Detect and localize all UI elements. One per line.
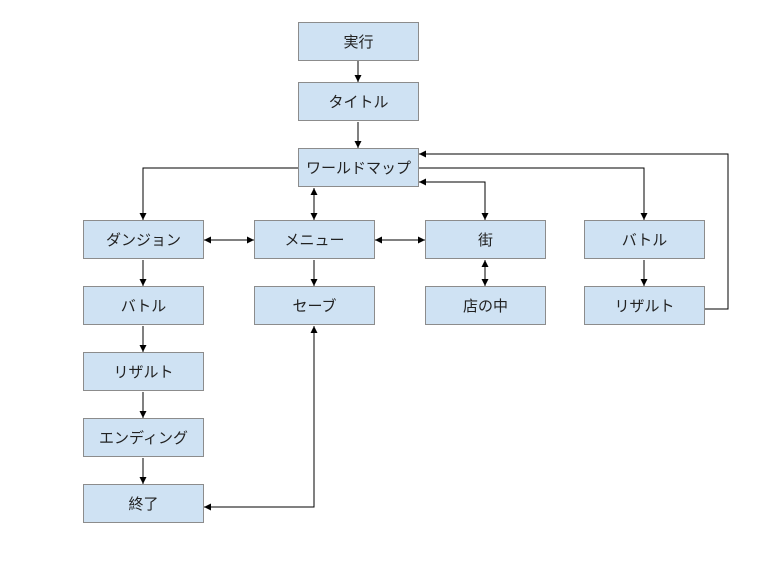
node-ending: エンディング (83, 418, 204, 457)
edge-world-map-to-field-battle (419, 167, 648, 220)
node-dungeon: ダンジョン (83, 220, 204, 259)
node-town: 街 (425, 220, 546, 259)
edge-world-map-to-dungeon (139, 167, 298, 220)
node-field-result: リザルト (584, 286, 705, 325)
node-shop: 店の中 (425, 286, 546, 325)
node-world-map: ワールドマップ (298, 148, 419, 187)
edge-world-map-town (419, 178, 489, 220)
node-title: タイトル (298, 82, 419, 121)
node-run: 実行 (298, 22, 419, 61)
node-menu: メニュー (254, 220, 375, 259)
node-field-battle: バトル (584, 220, 705, 259)
node-end: 終了 (83, 484, 204, 523)
node-save: セーブ (254, 286, 375, 325)
node-dungeon-result: リザルト (83, 352, 204, 391)
edge-field-result-to-world-map (419, 150, 729, 310)
node-dungeon-battle: バトル (83, 286, 204, 325)
edge-save-end (204, 326, 318, 511)
